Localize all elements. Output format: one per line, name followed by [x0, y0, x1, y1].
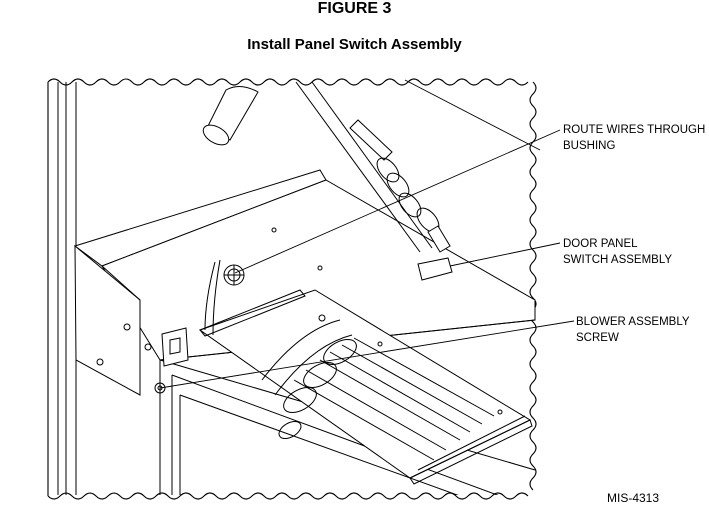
break-line-top — [47, 78, 529, 86]
leader-door-switch — [449, 242, 561, 267]
break-line-right — [529, 81, 537, 491]
callout-route-wires: ROUTE WIRES THROUGH BUSHING — [563, 122, 705, 154]
bushing — [223, 264, 245, 286]
callout-route-wires-line2: BUSHING — [563, 140, 616, 152]
callout-blower-line1: BLOWER ASSEMBLY — [576, 316, 690, 328]
callout-door-panel-line1: DOOR PANEL — [563, 238, 638, 250]
figure-title: Install Panel Switch Assembly — [247, 36, 462, 53]
switch-body — [349, 119, 451, 253]
blower-wheel — [278, 337, 495, 461]
break-line-bottom — [47, 492, 529, 500]
drawing-id: MIS-4313 — [607, 491, 660, 505]
leader-route-wires — [234, 129, 561, 274]
callout-blower-line2: SCREW — [576, 332, 619, 344]
leader-blower-screw — [159, 320, 575, 389]
figure-number: FIGURE 3 — [317, 0, 392, 17]
callout-route-wires-line1: ROUTE WIRES THROUGH — [563, 124, 706, 136]
callout-blower-screw: BLOWER ASSEMBLY SCREW — [576, 314, 690, 346]
door-switch-plate — [417, 257, 453, 281]
duct-nozzle — [202, 86, 259, 146]
callout-door-panel-switch: DOOR PANEL SWITCH ASSEMBLY — [563, 236, 672, 268]
callout-door-panel-line2: SWITCH ASSEMBLY — [563, 254, 673, 266]
